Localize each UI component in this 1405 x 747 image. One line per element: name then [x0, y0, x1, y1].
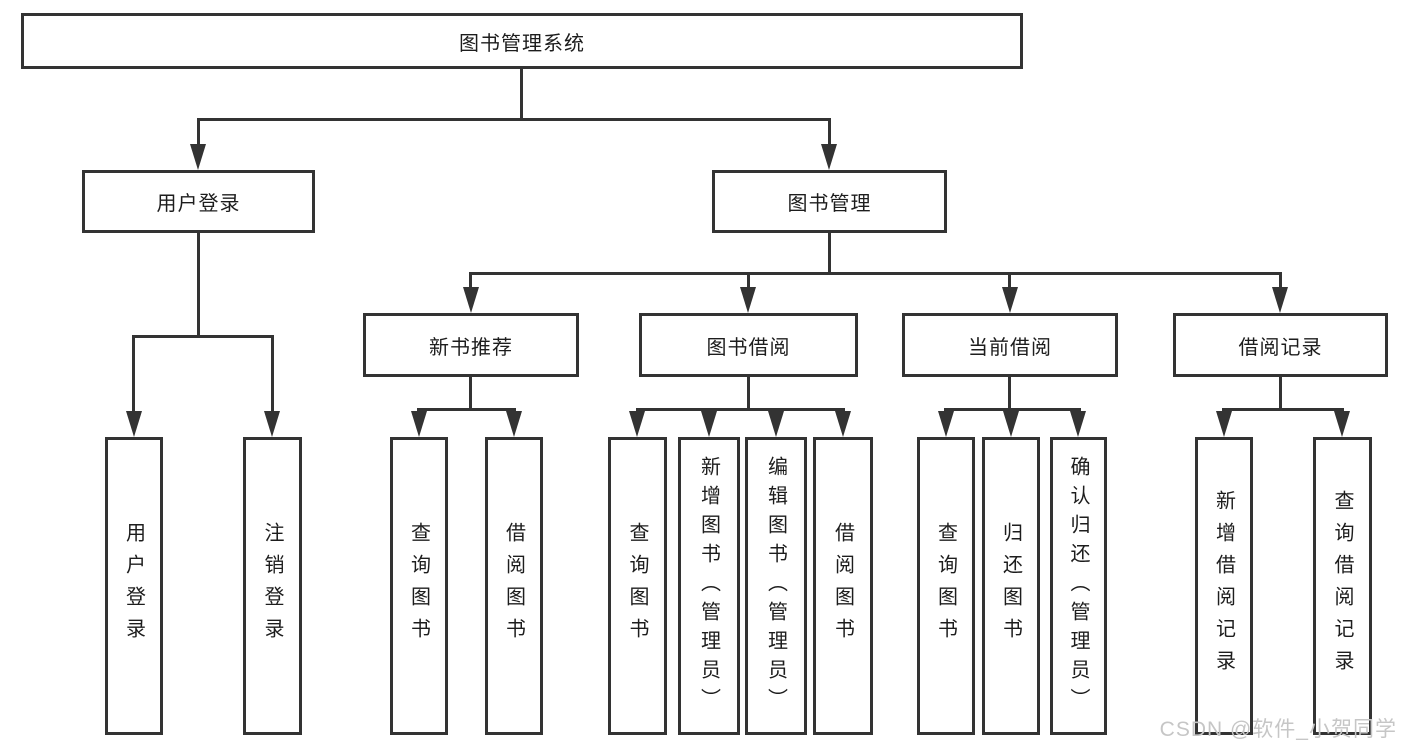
node-user-login-label: 用户登录 [156, 193, 241, 215]
arrow-down-icon [1272, 287, 1288, 313]
arrow-down-icon [740, 287, 756, 313]
arrow-down-icon [938, 411, 954, 437]
leaf-nb-query-book: 查询图书 [390, 437, 448, 735]
node-user-login: 用户登录 [82, 170, 315, 233]
leaf-br-add-record: 新增借阅记录 [1195, 437, 1253, 735]
connector-new-book-branch [417, 408, 516, 411]
arrow-down-icon [1002, 287, 1018, 313]
node-book-borrow: 图书借阅 [639, 313, 858, 377]
connector-current-borrow-branch [944, 408, 1081, 411]
connector-drop-borrow-record [1279, 272, 1282, 290]
connector-root-stem [520, 69, 523, 118]
connector-current-borrow-stem [1008, 377, 1011, 408]
node-new-book-recommend: 新书推荐 [363, 313, 579, 377]
connector-drop-book-management [828, 118, 831, 148]
leaf-logout-label: 注销登录 [261, 522, 283, 650]
connector-book-management-stem [828, 233, 831, 272]
leaf-bb-borrow-book-label: 借阅图书 [831, 522, 854, 650]
leaf-bb-add-book-label: 新增图书（管理员） [697, 455, 720, 717]
leaf-bb-borrow-book: 借阅图书 [813, 437, 873, 735]
leaf-cb-return-book: 归还图书 [982, 437, 1040, 735]
connector-borrow-record-stem [1279, 377, 1282, 408]
leaf-cb-confirm-return: 确认归还（管理员） [1050, 437, 1107, 735]
connector-book-borrow-branch [636, 408, 845, 411]
leaf-user-login-label: 用户登录 [122, 522, 145, 650]
node-current-borrow: 当前借阅 [902, 313, 1118, 377]
connector-drop-user-login [197, 118, 200, 148]
arrow-down-icon [629, 411, 645, 437]
leaf-bb-add-book: 新增图书（管理员） [678, 437, 740, 735]
leaf-nb-query-book-label: 查询图书 [407, 522, 430, 650]
connector-drop-leaf-logout [271, 335, 274, 415]
connector-drop-new-book [469, 272, 472, 290]
connector-borrow-record-branch [1222, 408, 1344, 411]
connector-new-book-stem [469, 377, 472, 408]
csdn-watermark: CSDN @软件_小贺同学 [1159, 718, 1397, 741]
arrow-down-icon [463, 287, 479, 313]
leaf-nb-borrow-book-label: 借阅图书 [502, 522, 525, 650]
leaf-br-add-record-label: 新增借阅记录 [1212, 490, 1235, 682]
leaf-nb-borrow-book: 借阅图书 [485, 437, 543, 735]
arrow-down-icon [701, 411, 717, 437]
leaf-bb-edit-book-label: 编辑图书（管理员） [764, 455, 787, 717]
leaf-logout: 注销登录 [243, 437, 302, 735]
arrow-down-icon [506, 411, 522, 437]
connector-book-borrow-stem [747, 377, 750, 408]
node-borrow-record-label: 借阅记录 [1238, 336, 1323, 359]
node-book-management: 图书管理 [712, 170, 947, 233]
connector-drop-leaf-login [132, 335, 135, 415]
arrow-down-icon [1003, 411, 1019, 437]
node-borrow-record: 借阅记录 [1173, 313, 1388, 377]
arrow-down-icon [1334, 411, 1350, 437]
leaf-bb-query-book: 查询图书 [608, 437, 667, 735]
leaf-br-query-record: 查询借阅记录 [1313, 437, 1372, 735]
connector-root-branch [197, 118, 831, 121]
arrow-down-icon [768, 411, 784, 437]
arrow-down-icon [264, 411, 280, 437]
node-root: 图书管理系统 [21, 13, 1023, 69]
arrow-down-icon [821, 144, 837, 170]
leaf-cb-query-book-label: 查询图书 [934, 522, 957, 650]
leaf-bb-query-book-label: 查询图书 [626, 522, 648, 650]
node-book-borrow-label: 图书借阅 [706, 336, 791, 359]
connector-book-management-branch [469, 272, 1282, 275]
leaf-user-login: 用户登录 [105, 437, 163, 735]
arrow-down-icon [190, 144, 206, 170]
node-root-label: 图书管理系统 [459, 32, 585, 55]
leaf-bb-edit-book: 编辑图书（管理员） [745, 437, 807, 735]
node-current-borrow-label: 当前借阅 [968, 336, 1052, 359]
leaf-cb-confirm-return-label: 确认归还（管理员） [1067, 455, 1089, 717]
leaf-cb-return-book-label: 归还图书 [999, 522, 1022, 650]
node-book-management-label: 图书管理 [787, 193, 872, 215]
connector-drop-current-borrow [1008, 272, 1011, 290]
connector-user-login-branch [132, 335, 274, 338]
connector-drop-book-borrow [747, 272, 750, 290]
arrow-down-icon [126, 411, 142, 437]
arrow-down-icon [835, 411, 851, 437]
node-new-book-recommend-label: 新书推荐 [429, 336, 513, 359]
arrow-down-icon [1216, 411, 1232, 437]
leaf-br-query-record-label: 查询借阅记录 [1331, 490, 1353, 682]
arrow-down-icon [1070, 411, 1086, 437]
leaf-cb-query-book: 查询图书 [917, 437, 975, 735]
arrow-down-icon [411, 411, 427, 437]
connector-user-login-stem [197, 233, 200, 335]
